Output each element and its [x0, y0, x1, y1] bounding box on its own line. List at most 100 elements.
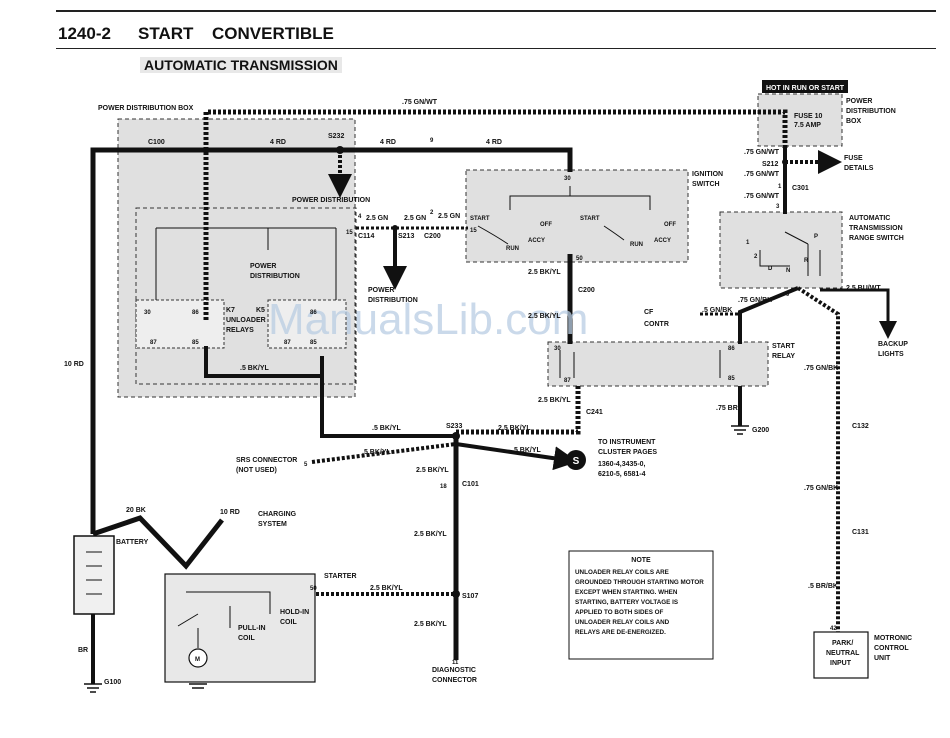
wlabel-gnbk5: .5 GN/BK: [702, 307, 732, 314]
ign-switch-a: [509, 195, 651, 210]
pin-rs-d: D: [768, 266, 773, 272]
pin-rs-n: N: [786, 268, 790, 274]
label-pd-down-1: POWER: [368, 287, 394, 294]
ground-icon-starter: [189, 683, 207, 689]
pin-k85: 85: [192, 340, 199, 346]
s-badge-icon: [566, 450, 586, 470]
label-range-2: TRANSMISSION: [849, 225, 903, 232]
note-line-2: GROUNDED THROUGH STARTING MOTOR: [575, 579, 704, 586]
wire-bk-yl-left: [320, 356, 456, 438]
motronic-box: [813, 631, 869, 679]
pin-9b: 9: [786, 292, 790, 298]
pin-rs-1: 1: [746, 240, 750, 246]
clabel-c131: C131: [852, 529, 869, 536]
label-backup-2: LIGHTS: [878, 351, 904, 358]
wire-4rd: [90, 147, 573, 534]
label-pullin-2: COIL: [238, 635, 255, 642]
sw-off-b: OFF: [664, 222, 676, 228]
sw-start-b: START: [580, 216, 600, 222]
label-k7-1: K7: [226, 307, 235, 314]
pin-r87: 87: [284, 340, 291, 346]
clabel-c132: C132: [852, 423, 869, 430]
wire-range-to-motronic: [796, 286, 840, 632]
start-relay-lines: [559, 350, 721, 378]
start-relay-box: [547, 341, 769, 387]
label-instr-4: 6210-5, 6581-4: [598, 471, 646, 478]
wlabel-rd10-b: 10 RD: [220, 509, 240, 516]
wire-labels: .75 GN/WT 4 RD 4 RD 4 RD 2.5 GN 2.5 GN 2…: [64, 99, 881, 654]
s-badge-label: S: [573, 456, 580, 467]
wire-range-to-relay: [738, 286, 799, 344]
pin-42: 42: [830, 626, 837, 632]
clabel-s213: S213: [398, 233, 414, 240]
hot-badge: [762, 80, 848, 93]
ign-switch-d: [603, 225, 625, 241]
note-line-7: RELAYS ARE DE-ENERGIZED.: [575, 629, 666, 636]
label-instr-2: CLUSTER PAGES: [598, 449, 657, 456]
pin-15b: 15: [470, 228, 477, 234]
clabel-c101: C101: [462, 481, 479, 488]
wlabel-bkyl25-b: 2.5 BK/YL: [528, 313, 561, 320]
wlabel-bkyl5-b: .5 BK/YL: [372, 425, 402, 432]
wlabel-cf: CF: [644, 309, 654, 316]
pin-s87: 87: [564, 378, 571, 384]
sw-accy-b: ACCY: [654, 238, 671, 244]
clabel-s107: S107: [462, 593, 478, 600]
pin-5: 5: [304, 462, 308, 468]
label-fuse-2: 7.5 AMP: [794, 122, 821, 129]
wlabel-bkyl25-e: 2.5 BK/YL: [416, 467, 449, 474]
clabel-c200a: C200: [424, 233, 441, 240]
pin-r86: 86: [310, 310, 317, 316]
wlabel-bkyl25-d: 2.5 BK/YL: [498, 425, 531, 432]
wlabel-gnbk-c: .75 GN/BK: [804, 485, 838, 492]
wlabel-4rd-b: 4 RD: [380, 139, 396, 146]
label-k7-2: UNLOADER: [226, 317, 266, 324]
watermark: ManualsLib.com: [268, 295, 588, 344]
sw-off-a: OFF: [540, 222, 552, 228]
pin-s85: 85: [728, 376, 735, 382]
k7-relay-box: [135, 299, 225, 349]
pin-11: 11: [452, 660, 459, 666]
wlabel-contr: CONTR: [644, 321, 669, 328]
label-pd-top: POWER DISTRIBUTION: [292, 197, 370, 204]
starter-contact: [177, 613, 199, 627]
battery-cells: [86, 551, 102, 595]
pin-2: 2: [430, 210, 434, 216]
label-pd-down-2: DISTRIBUTION: [368, 297, 418, 304]
wlabel-4rd-a: 4 RD: [270, 139, 286, 146]
label-park-1: PARK/: [832, 640, 853, 647]
pin-k87: 87: [150, 340, 157, 346]
section-title: START: [138, 24, 194, 43]
power-distribution-inner: [135, 207, 357, 385]
wlabel-bkyl25-f: 2.5 BK/YL: [414, 531, 447, 538]
label-srs-1: SRS CONNECTOR: [236, 457, 297, 464]
label-ign-1: IGNITION: [692, 171, 723, 178]
note-line-5: APPLIED TO BOTH SIDES OF: [575, 609, 664, 616]
pin-30a: 30: [564, 176, 571, 182]
wlabel-brbk: .5 BR/BK: [808, 583, 838, 590]
wlabel-gn25-a: 2.5 GN: [366, 215, 388, 222]
ground-symbols: [84, 425, 749, 693]
label-park-3: INPUT: [830, 660, 852, 667]
ground-icon-g100: [84, 683, 102, 693]
label-fuse-details-1: FUSE: [844, 155, 863, 162]
shaded-areas: [73, 80, 869, 683]
label-pd-inner-1: POWER: [250, 263, 276, 270]
note-line-6: UNLOADER RELAY COILS AND: [575, 619, 670, 626]
label-fuse-details-2: DETAILS: [844, 165, 874, 172]
header-bottom-rule: [56, 48, 936, 49]
wires: [90, 109, 897, 684]
wlabel-4rd-c: 4 RD: [486, 139, 502, 146]
wlabel-gnbk-a: .75 GN/BK: [738, 297, 772, 304]
thin-lines: [155, 186, 821, 648]
label-holdin-1: HOLD-IN: [280, 609, 309, 616]
label-diag-2: CONNECTOR: [432, 677, 477, 684]
label-motronic-3: UNIT: [874, 655, 891, 662]
range-switch-lines: [759, 231, 821, 276]
clabel-c200b: C200: [578, 287, 595, 294]
model-title: CONVERTIBLE: [212, 24, 334, 43]
ign-switch-c: [477, 225, 509, 245]
wlabel-bkyl5-a: .5 BK/YL: [240, 365, 270, 372]
page-number: 1240-2: [58, 24, 111, 43]
